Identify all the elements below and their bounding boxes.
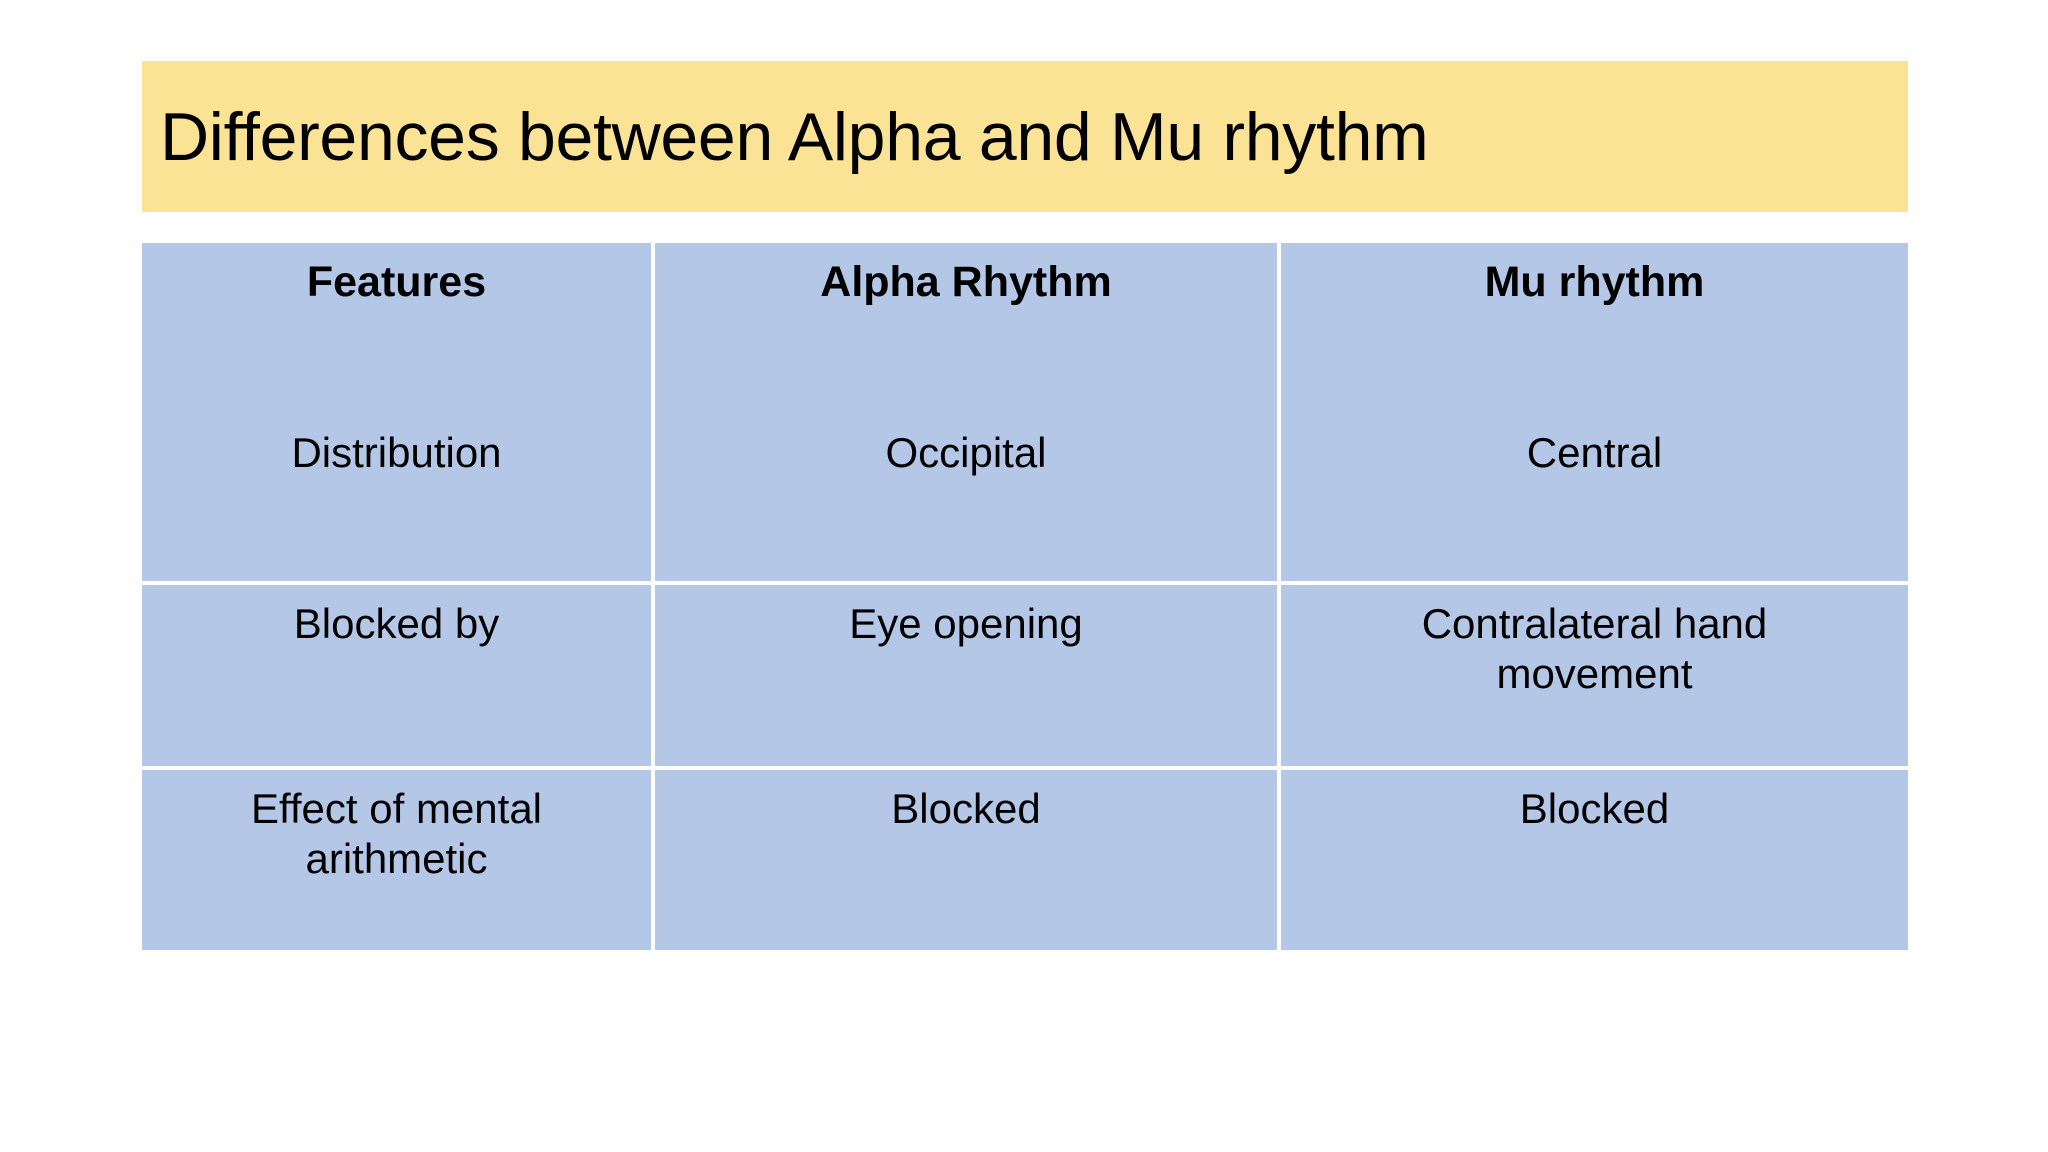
column-header-alpha-rhythm: Alpha Rhythm	[655, 243, 1281, 414]
cell-mu-distribution: Central	[1281, 414, 1908, 585]
cell-feature-mental-arithmetic-line1: Effect of mental	[250, 785, 543, 832]
cell-mu-mental-arithmetic: Blocked	[1281, 770, 1908, 950]
table-row: Distribution Occipital Central	[142, 414, 1908, 585]
cell-alpha-mental-arithmetic: Blocked	[655, 770, 1281, 950]
column-header-features: Features	[142, 243, 655, 414]
cell-mu-blocked-by-line1: Contralateral hand	[1421, 600, 1768, 647]
column-header-mu-rhythm: Mu rhythm	[1281, 243, 1908, 414]
table-row: Blocked by Eye opening Contralateral han…	[142, 585, 1908, 770]
cell-alpha-blocked-by: Eye opening	[655, 585, 1281, 770]
cell-feature-mental-arithmetic: Effect of mental arithmetic	[142, 770, 655, 950]
cell-alpha-distribution: Occipital	[655, 414, 1281, 585]
table-row: Effect of mental arithmetic Blocked Bloc…	[142, 770, 1908, 950]
title-banner: Differences between Alpha and Mu rhythm	[142, 61, 1908, 212]
cell-mu-blocked-by: Contralateral hand movement	[1281, 585, 1908, 770]
cell-feature-distribution: Distribution	[142, 414, 655, 585]
cell-mu-blocked-by-line2: movement	[1496, 649, 1693, 697]
table-header-row: Features Alpha Rhythm Mu rhythm	[142, 243, 1908, 414]
comparison-table: Features Alpha Rhythm Mu rhythm Distribu…	[142, 243, 1908, 950]
cell-feature-mental-arithmetic-line2: arithmetic	[305, 834, 488, 882]
cell-feature-blocked-by: Blocked by	[142, 585, 655, 770]
page-title: Differences between Alpha and Mu rhythm	[160, 98, 1429, 175]
